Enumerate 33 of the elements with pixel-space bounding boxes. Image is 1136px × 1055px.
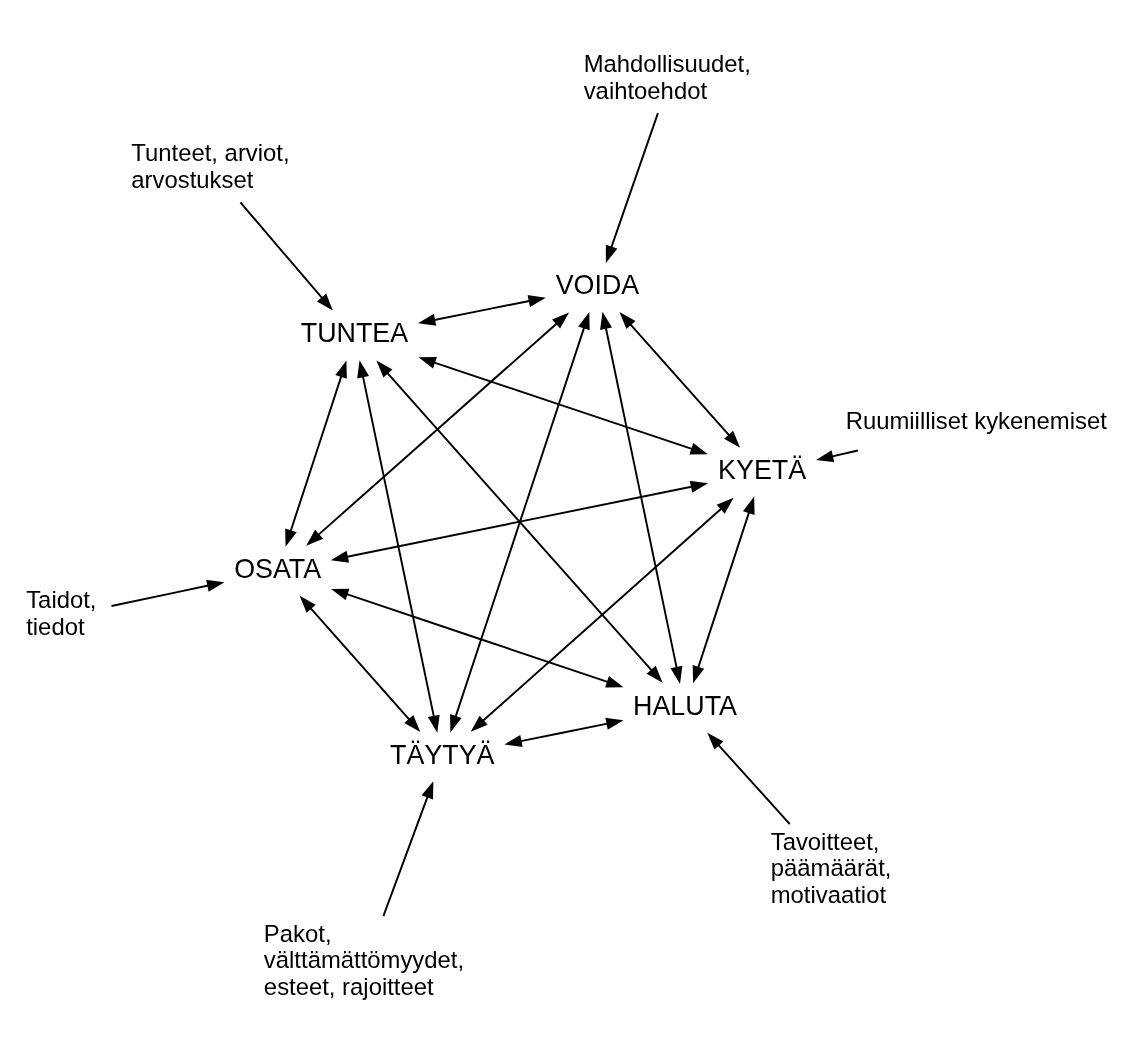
arrow xyxy=(418,294,546,326)
arrow xyxy=(707,732,791,825)
node-text: HALUTA xyxy=(633,690,737,721)
arrow xyxy=(330,480,708,563)
arrow xyxy=(692,496,755,683)
arrow xyxy=(110,579,225,607)
arrow xyxy=(450,311,590,732)
arrow xyxy=(306,312,570,546)
node-text: Pakot, välttämättömyydet, esteet, rajoitteet xyxy=(263,919,465,1000)
node-text: Mahdollisuudet, vaihtoehdot xyxy=(583,49,751,104)
arrow xyxy=(619,311,741,448)
arrow xyxy=(285,360,347,547)
node-text: Taidot, tiedot xyxy=(26,585,97,640)
node-text: Tunteet, arviot, arvostukset xyxy=(131,138,290,193)
arrow xyxy=(376,360,663,683)
node-text: Ruumiilliset kykenemiset xyxy=(845,406,1107,434)
arrow xyxy=(816,449,859,462)
arrow xyxy=(418,356,708,454)
arrow xyxy=(299,595,421,732)
node-text: TÄYTYÄ xyxy=(390,739,495,770)
arrow xyxy=(600,311,683,684)
arrow xyxy=(382,780,434,917)
arrow xyxy=(470,497,734,732)
node-text: VOIDA xyxy=(555,269,640,300)
arrow xyxy=(357,359,440,733)
arrow xyxy=(331,588,624,687)
arrow xyxy=(605,111,659,263)
arrow xyxy=(239,201,333,311)
node-text: TUNTEA xyxy=(300,317,409,348)
node-text: OSATA xyxy=(234,553,322,584)
node-text: KYETÄ xyxy=(718,454,807,485)
arrow xyxy=(504,717,624,747)
node-text: Tavoitteet, päämäärät, motivaatiot xyxy=(770,827,892,908)
